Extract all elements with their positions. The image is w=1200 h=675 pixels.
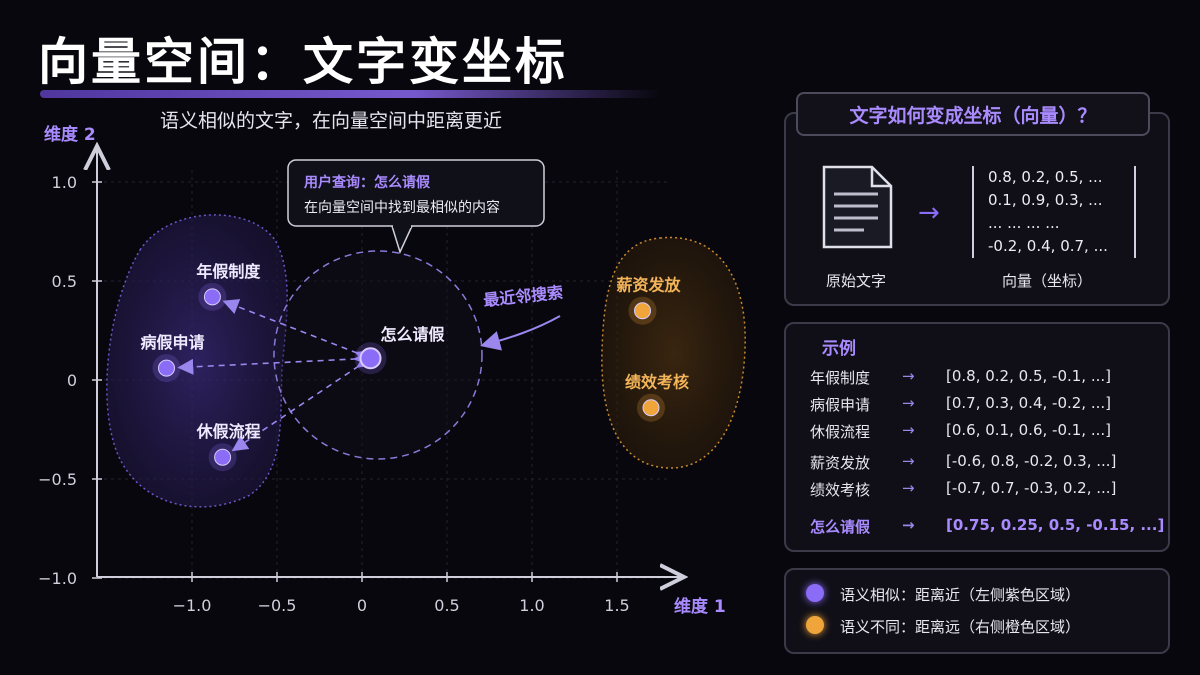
vector-bracket: 0.8, 0.2, 0.5, ... 0.1, 0.9, 0.3, ... ..… <box>972 166 1136 258</box>
vector-line: ... ... ... ... <box>988 214 1060 232</box>
plot-axes <box>97 150 680 577</box>
document-icon <box>822 165 893 249</box>
y-tick-label: −0.5 <box>38 470 77 489</box>
search-label: 最近邻搜索 <box>482 283 564 310</box>
data-point <box>203 288 221 306</box>
title-underline <box>40 90 660 98</box>
y-tick-label: −1.0 <box>38 569 77 588</box>
examples-title: 示例 <box>822 339 856 359</box>
similarity-link <box>231 352 374 452</box>
callout-title: 用户查询：怎么请假 <box>304 174 431 191</box>
conversion-title: 文字如何变成坐标（向量）？ <box>796 92 1150 136</box>
page-title: 向量空间：文字变坐标 <box>38 33 568 91</box>
orange-dot-icon <box>806 616 824 634</box>
x-tick-label: 1.5 <box>604 596 629 615</box>
vector-label: 向量（坐标） <box>1002 272 1093 290</box>
arrow-right-icon: → <box>902 479 915 497</box>
examples-panel <box>784 322 1170 552</box>
example-vector: [0.8, 0.2, 0.5, -0.1, ...] <box>946 367 1111 385</box>
data-point <box>214 448 232 466</box>
point-label: 薪资发放 <box>616 276 681 295</box>
purple-dot-icon <box>806 584 824 602</box>
plot-ticks: −1.0 −0.5 0 0.5 1.0 1.5 1.0 0.5 0 −0.5 −1.0 <box>38 173 630 615</box>
example-term: 年假制度 <box>810 369 871 387</box>
example-term: 怎么请假 <box>810 518 871 536</box>
arrow-right-icon: → <box>902 421 915 439</box>
similar-region <box>106 214 288 508</box>
search-label-arrow <box>480 315 561 351</box>
vector-line: -0.2, 0.4, 0.7, ... <box>988 237 1108 255</box>
callout-body: 在向量空间中找到最相似的内容 <box>304 199 500 216</box>
y-tick-label: 0.5 <box>52 272 77 291</box>
example-term: 绩效考核 <box>810 481 871 499</box>
example-term: 薪资发放 <box>810 454 871 472</box>
arrow-right-icon: → <box>902 516 915 534</box>
document-label: 原始文字 <box>826 272 887 290</box>
page-subtitle: 语义相似的文字，在向量空间中距离更近 <box>160 110 503 132</box>
y-axis-label: 维度 2 <box>44 124 96 145</box>
point-label: 怎么请假 <box>381 325 446 344</box>
similarity-links <box>177 299 374 452</box>
vector-line: 0.8, 0.2, 0.5, ... <box>988 168 1103 186</box>
arrow-right-icon: → <box>902 394 915 412</box>
point-label: 绩效考核 <box>625 373 689 392</box>
data-point <box>642 399 660 417</box>
data-point <box>158 359 175 377</box>
query-callout: 用户查询：怎么请假 在向量空间中找到最相似的内容 <box>287 159 545 255</box>
example-term: 病假申请 <box>810 396 871 414</box>
point-label: 休假流程 <box>196 422 261 441</box>
x-tick-label: −0.5 <box>258 596 297 615</box>
y-tick-label: 1.0 <box>52 173 77 192</box>
x-tick-label: 0.5 <box>434 596 459 615</box>
example-vector: [0.6, 0.1, 0.6, -0.1, ...] <box>946 421 1111 439</box>
arrow-right-icon: → <box>902 367 915 385</box>
conversion-arrow-icon: → <box>918 198 940 228</box>
different-region <box>601 236 746 469</box>
point-label: 年假制度 <box>196 262 261 281</box>
x-axis-label: 维度 1 <box>674 596 726 617</box>
x-tick-label: 1.0 <box>519 596 544 615</box>
arrow-right-icon: → <box>902 452 915 470</box>
y-tick-label: 0 <box>67 371 77 390</box>
data-point <box>359 347 382 370</box>
example-vector: [0.7, 0.3, 0.4, -0.2, ...] <box>946 394 1111 412</box>
legend-similar-text: 语义相似：距离近（左侧紫色区域） <box>840 586 1081 604</box>
x-tick-label: 0 <box>357 596 367 615</box>
example-term: 休假流程 <box>810 423 871 441</box>
legend-panel <box>784 568 1170 654</box>
example-vector: [-0.7, 0.7, -0.3, 0.2, ...] <box>946 479 1117 497</box>
example-vector: [0.75, 0.25, 0.5, -0.15, ...] <box>946 516 1165 534</box>
point-label: 病假申请 <box>140 333 204 352</box>
vector-line: 0.1, 0.9, 0.3, ... <box>988 191 1103 209</box>
example-vector: [-0.6, 0.8, -0.2, 0.3, ...] <box>946 452 1117 470</box>
similarity-link <box>222 299 373 366</box>
legend-different-text: 语义不同：距离远（右侧橙色区域） <box>840 618 1081 636</box>
data-point <box>634 302 651 320</box>
x-tick-label: −1.0 <box>173 596 212 615</box>
